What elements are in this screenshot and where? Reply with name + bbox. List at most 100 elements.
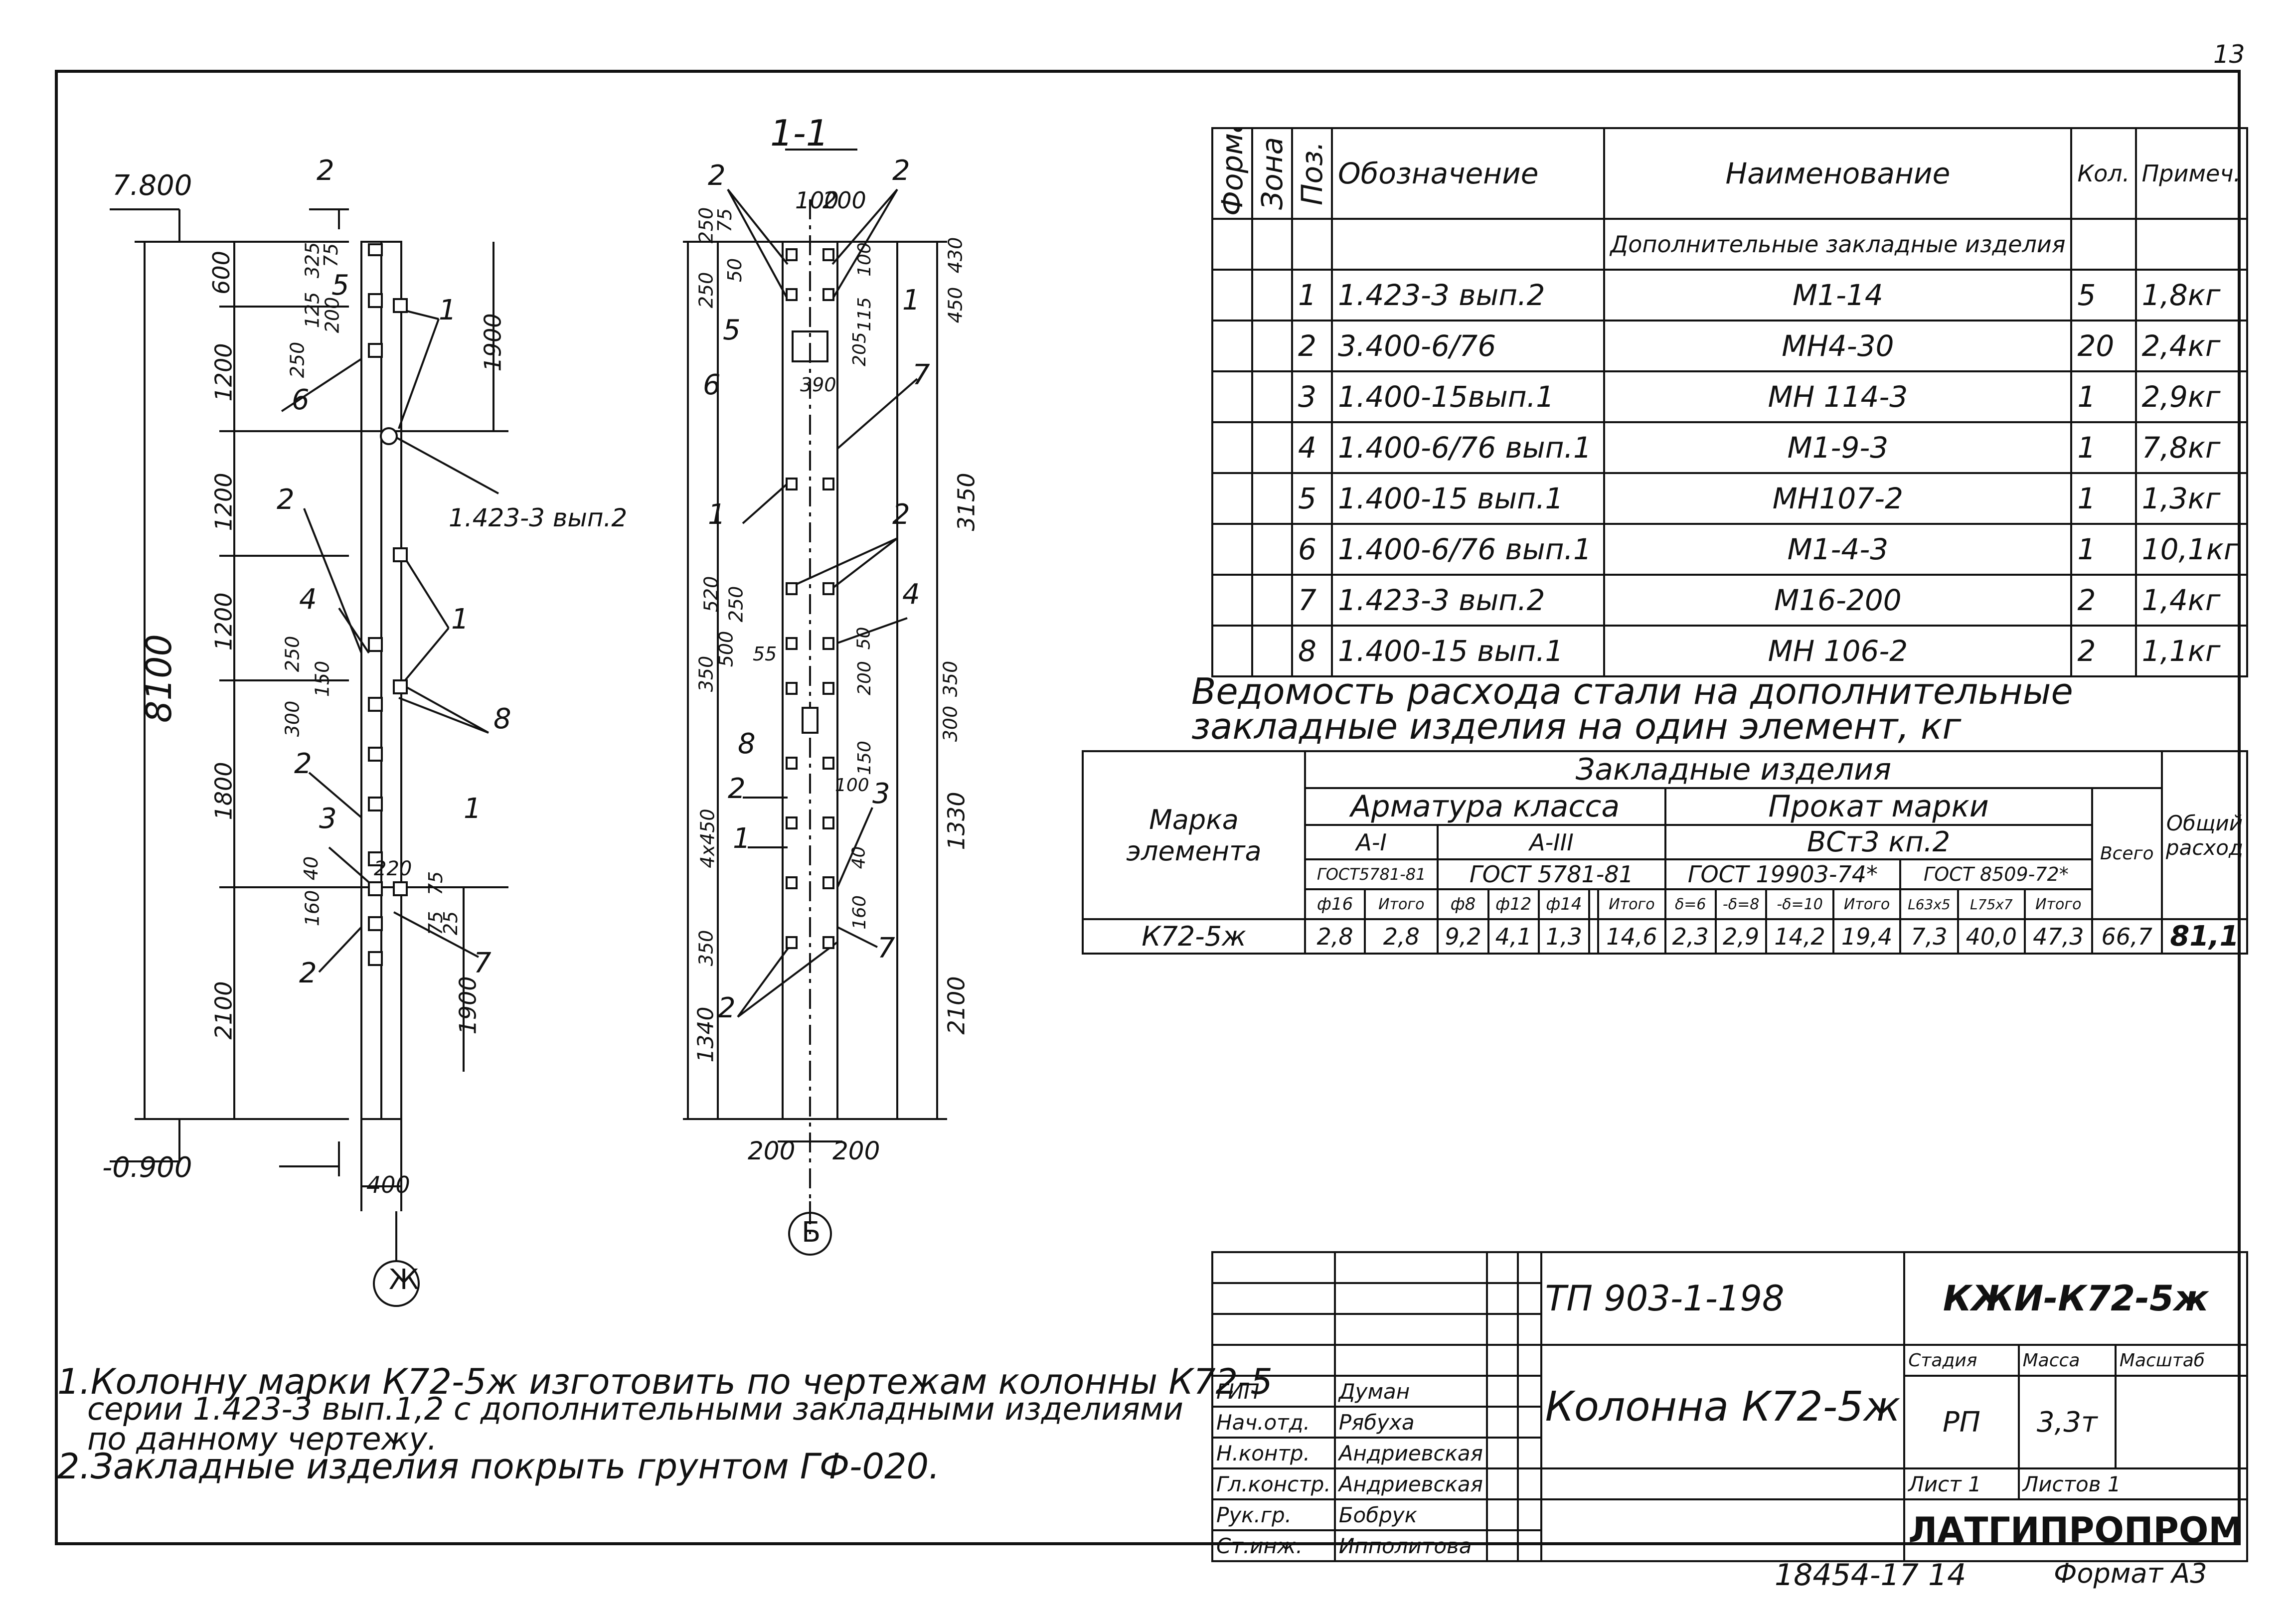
sec-r4: 115	[854, 297, 875, 331]
pos-l5: 2	[277, 484, 295, 516]
axis-left: Ж	[389, 1264, 419, 1296]
total-height-dim: 8100	[139, 634, 180, 723]
pos-s8: 2	[892, 498, 910, 531]
sec-r2: 430	[944, 237, 967, 274]
pos-s4: 1	[902, 284, 920, 317]
pos-l10: 3	[319, 803, 337, 835]
sec-r16: 1330	[943, 792, 970, 850]
sec-r6: 390	[800, 374, 836, 396]
spec-h-pos: Поз.	[1292, 128, 1332, 219]
sec-top-d2: 200	[822, 187, 866, 214]
org-logo: ЛАТГИПРОПРОМ	[1903, 1498, 2248, 1562]
pos-l8: 8	[493, 703, 511, 735]
sec-l11: 350	[695, 930, 717, 967]
elevation-bottom: -0.900	[102, 1151, 192, 1184]
dim-r1: 1900	[479, 313, 506, 372]
spec-group-title: Дополнительные закладные изделия	[1603, 218, 2073, 271]
scale-label: Масштаб	[2114, 1344, 2249, 1377]
elevation-top: 7.800	[112, 169, 192, 202]
pos-s9: 4	[902, 578, 920, 611]
dim-s9: 40	[300, 856, 323, 881]
pos-l4: 1	[439, 294, 457, 326]
dim-s11: 220	[374, 857, 412, 880]
sec-r10: 350	[939, 660, 962, 697]
pos-s3: 5	[723, 314, 741, 346]
note-ref: 1.423-3 вып.2	[449, 503, 628, 532]
dim-v5: 1800	[210, 762, 237, 820]
pos-l7: 1	[451, 603, 469, 636]
sec-r15: 160	[849, 895, 870, 930]
steel-title-2: закладные изделия на один элемент, кг	[1191, 705, 1962, 747]
steel-grade: ВСт3 кп.2	[1664, 824, 2093, 860]
dim-v2: 1200	[210, 343, 237, 402]
pos-l3: 6	[292, 384, 310, 416]
steel-gost-a3: ГОСТ 5781-81	[1437, 858, 1666, 890]
pos-s6: 7	[912, 359, 930, 391]
steel-gost-r1: ГОСТ 19903-74*	[1664, 858, 1902, 890]
steel-col-embedded: Закладные изделия	[1304, 750, 2163, 789]
drawing-title: Колонна К72-5ж	[1540, 1344, 1906, 1469]
sec-r13: 100	[835, 775, 869, 796]
spec-h-qty: Кол.	[2070, 127, 2137, 220]
project-code: ТП 903-1-198	[1540, 1251, 1906, 1346]
dim-s8: 300	[281, 700, 304, 737]
sec-l6: 250	[725, 586, 747, 623]
spec-h-designation: Обозначение	[1330, 127, 1606, 220]
note-1: 1.Колонну марки К72-5ж изготовить по чер…	[57, 1361, 1273, 1402]
steel-col-rolled: Прокат марки	[1664, 787, 2093, 826]
pos-s14: 7	[877, 932, 895, 965]
pos-s12: 1	[733, 822, 751, 855]
spec-h-note: Примеч.	[2134, 127, 2249, 220]
mass-value: 3,3т	[2017, 1375, 2117, 1469]
pos-s11: 2	[728, 773, 746, 805]
steel-col-mark: Марка элемента	[1082, 750, 1306, 920]
sec-b1: 200	[748, 1136, 796, 1165]
dim-v4: 1200	[210, 592, 237, 651]
pos-s10: 8	[738, 728, 756, 760]
stage-value: РП	[1903, 1375, 2020, 1469]
note-1b: серии 1.423-3 вып.1,2 с дополнительными …	[87, 1391, 1183, 1427]
pos-s13: 3	[872, 778, 890, 810]
sec-r9: 200	[854, 661, 875, 695]
dim-s2: 75	[320, 243, 342, 268]
format-label: Формат А3	[2054, 1558, 2207, 1589]
steel-class-aiii: A-III	[1437, 824, 1666, 860]
pos-l13: 7	[474, 947, 492, 979]
note-2: 2.Закладные изделия покрыть грунтом ГФ-0…	[57, 1446, 940, 1487]
pos-l1: 2	[317, 155, 334, 187]
dim-s3: 125	[301, 292, 324, 328]
sec-r3: 450	[944, 287, 967, 324]
sec-l3: 75	[714, 208, 736, 233]
sec-l4: 50	[724, 258, 746, 283]
pos-s5: 6	[703, 369, 721, 401]
pos-l6: 4	[299, 583, 317, 616]
sec-l10: 4х450	[696, 809, 719, 868]
dim-s6: 250	[281, 636, 304, 672]
sec-l7: 350	[695, 655, 717, 692]
page-number: 13	[2213, 40, 2245, 69]
pos-l12: 2	[299, 957, 317, 989]
sec-l9: 55	[753, 643, 777, 665]
dim-r2: 1900	[454, 976, 482, 1035]
pos-s1: 2	[708, 160, 726, 192]
inventory-number: 18454-17 14	[1775, 1558, 1967, 1593]
note-1c: по данному чертежу.	[87, 1421, 437, 1457]
mass-label: Масса	[2017, 1344, 2117, 1377]
sec-top-d1: 100	[795, 187, 839, 214]
sheets-label: Листов 1	[2017, 1467, 2249, 1500]
dim-v3: 1200	[210, 473, 237, 531]
dim-v1: 600	[207, 251, 235, 295]
sec-r12: 150	[854, 741, 875, 775]
sheet-code: КЖИ-К72-5ж	[1903, 1251, 2248, 1346]
steel-col-rebar: Арматура класса	[1304, 787, 1666, 826]
axis-right: Б	[802, 1216, 821, 1249]
spec-h-zone: Зона	[1252, 128, 1292, 219]
pos-s7: 1	[708, 498, 726, 531]
pos-l9: 2	[294, 748, 312, 780]
